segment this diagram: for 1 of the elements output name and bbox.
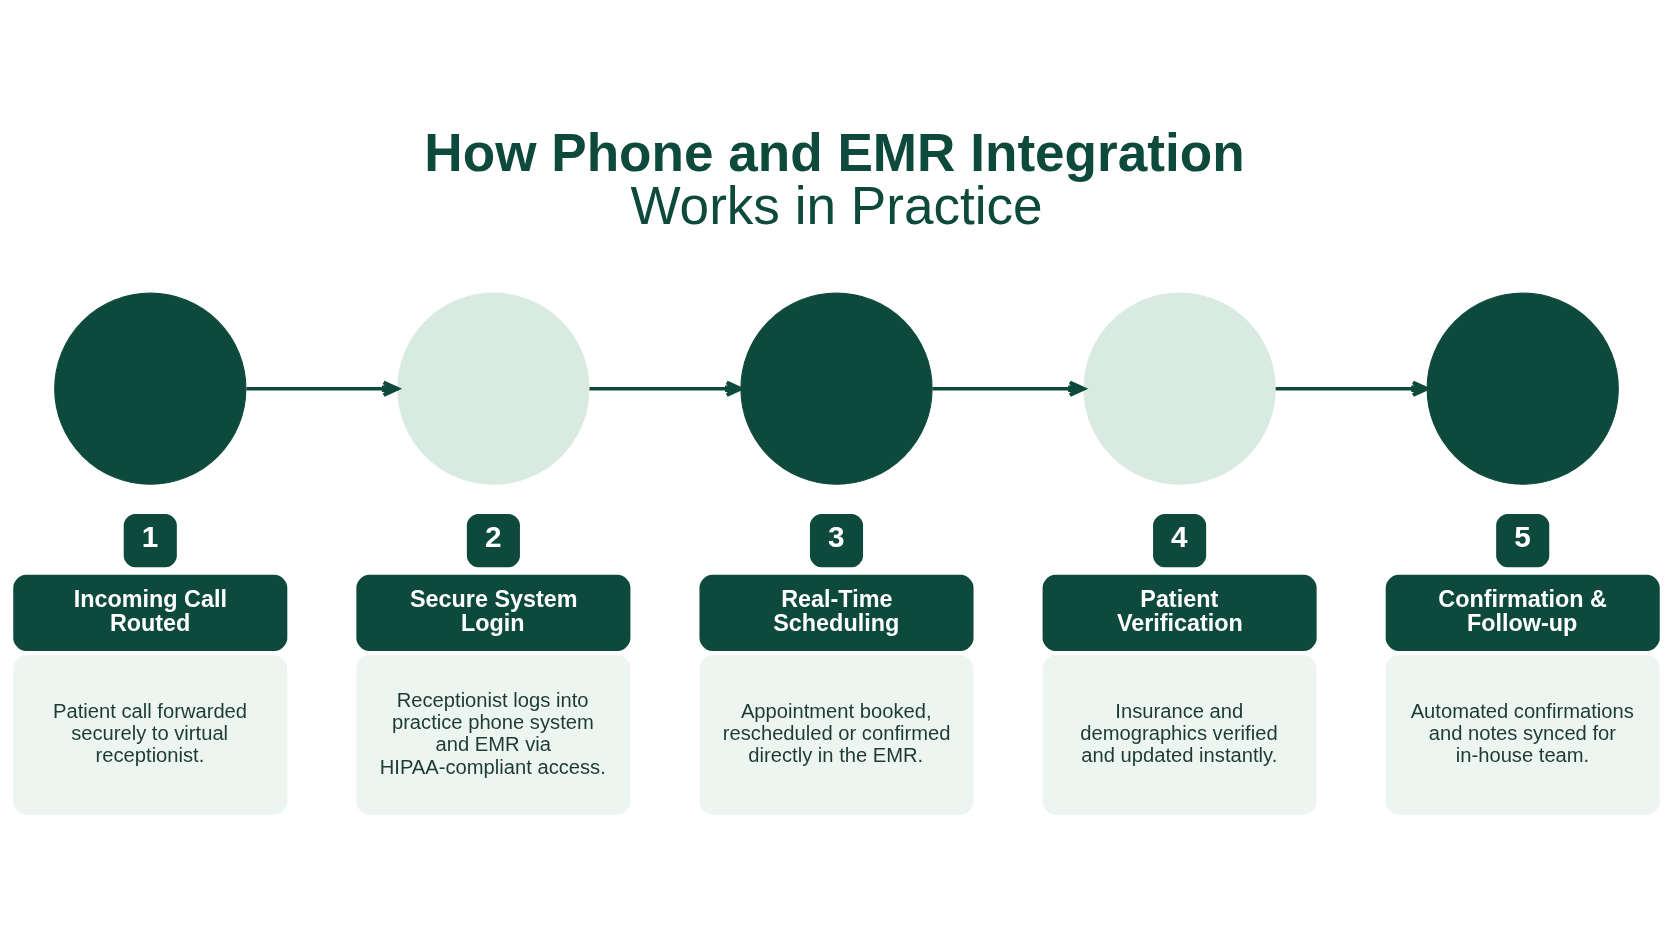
diagram-title: How Phone and EMR Integration Works in Practice xyxy=(423,122,1245,236)
